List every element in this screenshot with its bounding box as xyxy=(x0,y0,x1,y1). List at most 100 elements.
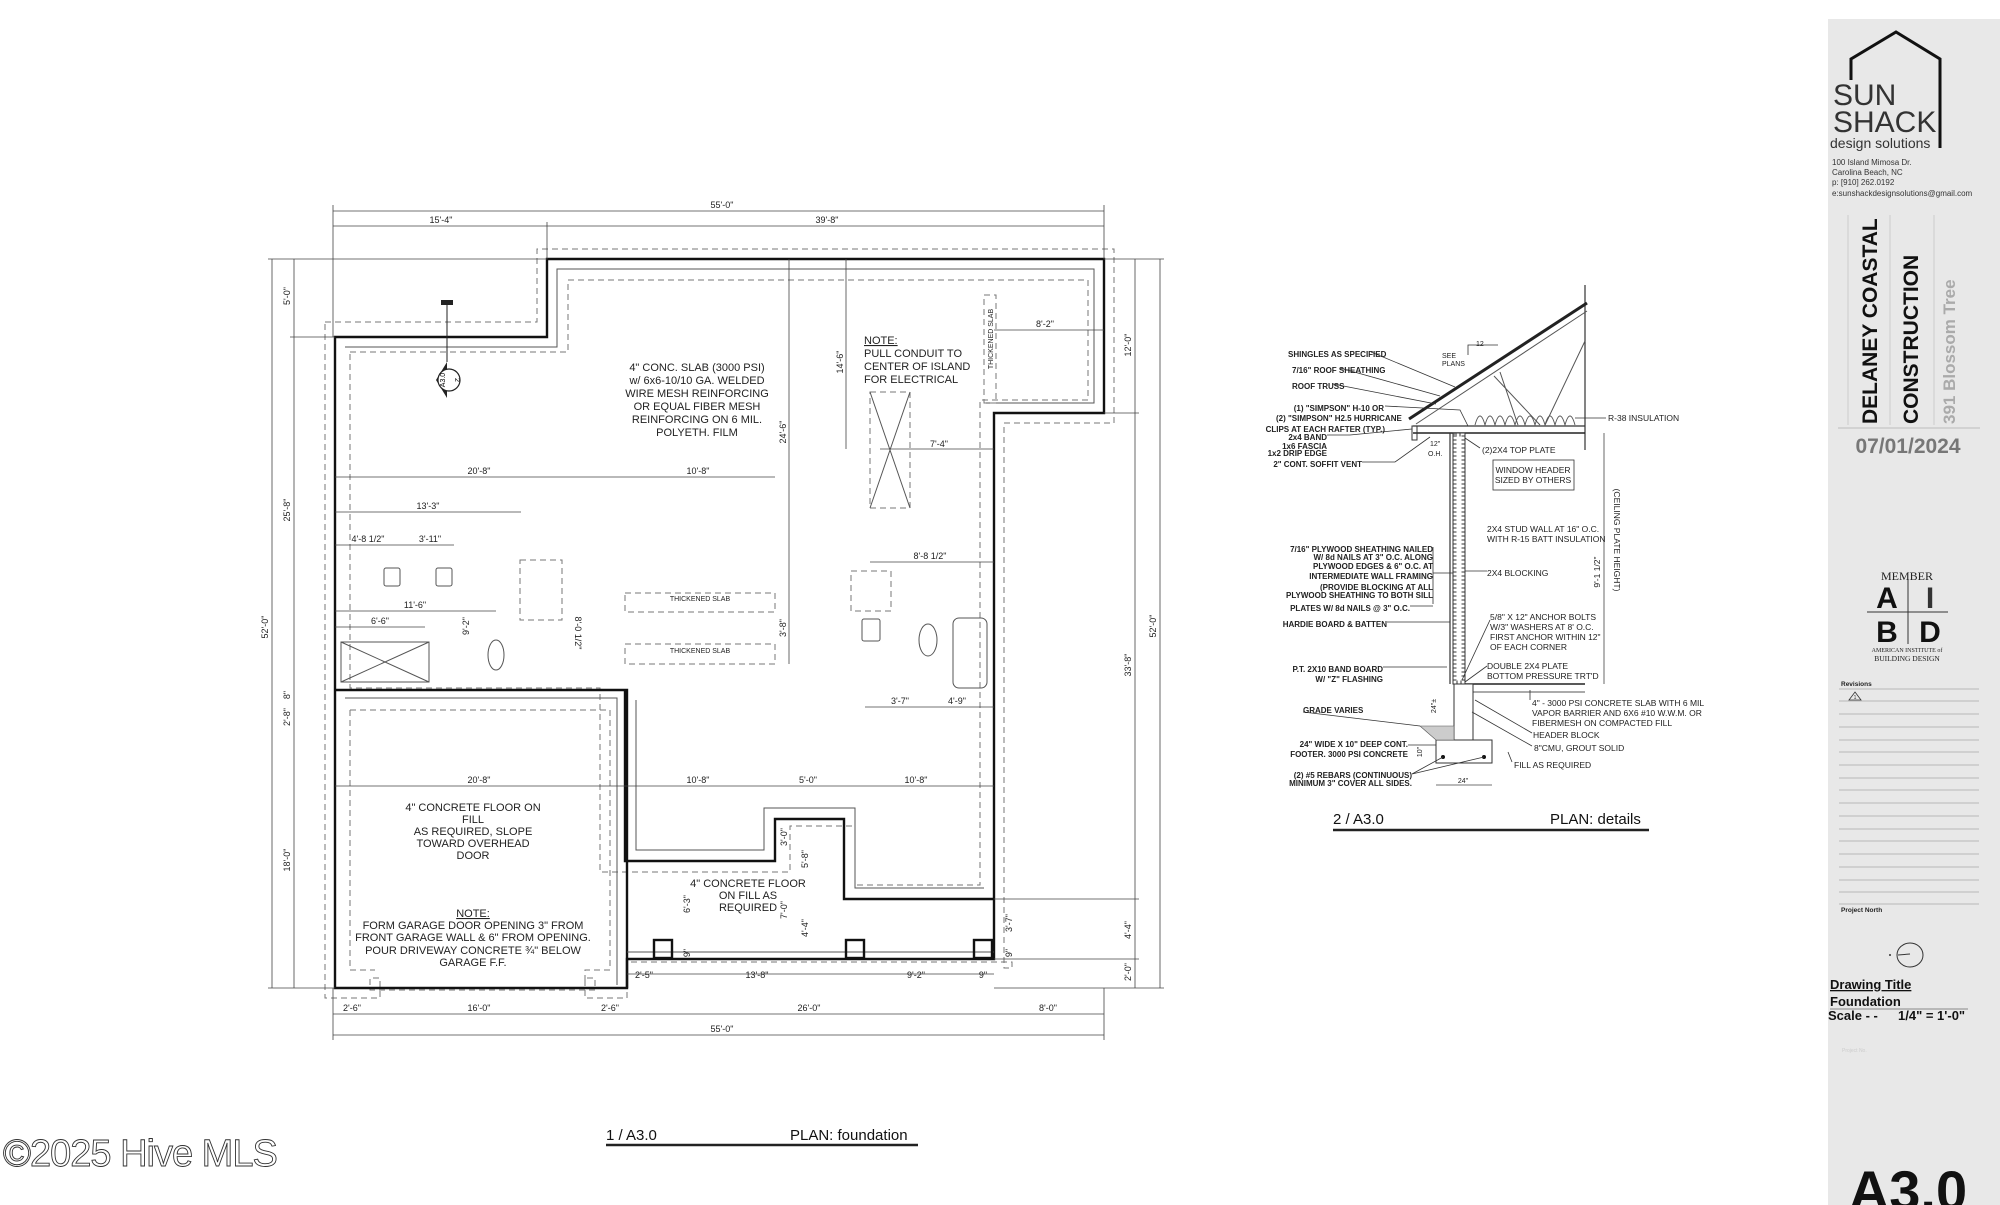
dim-bottom-overall: 55'-0" xyxy=(711,1024,734,1034)
label-fascia: 1x6 FASCIA xyxy=(1282,442,1327,451)
dim-left-25-8: 25'-8" xyxy=(282,499,292,522)
dim-interior: 13'-3" xyxy=(417,501,440,511)
note-line: DOOR xyxy=(457,850,490,862)
label-shingles: SHINGLES AS SPECIFIED xyxy=(1288,350,1387,359)
dim-right-33-8: 33'-8" xyxy=(1123,654,1133,677)
label-stud-wall: 2X4 STUD WALL AT 16" O.C. xyxy=(1487,524,1599,534)
dim-lower: 3'-7" xyxy=(1004,914,1014,932)
note-line: POUR DRIVEWAY CONCRETE ¾" BELOW xyxy=(365,945,581,957)
note-line: CENTER OF ISLAND xyxy=(864,361,970,373)
label-plywood: PLYWOOD SHEATHING TO BOTH SILL xyxy=(1286,591,1433,600)
note-heading: NOTE: xyxy=(864,335,898,347)
dim-bottom-2-6b: 2'-6" xyxy=(601,1003,619,1013)
revision-triangle-icon xyxy=(1848,691,1862,701)
aibd-line1: AMERICAN INSTITUTE of xyxy=(1872,647,1943,654)
project-address: 391 Blossom Tree xyxy=(1940,279,1959,424)
aibd-line2: BUILDING DESIGN xyxy=(1874,654,1940,663)
thickened-slab-1 xyxy=(624,592,776,613)
aibd-letter: B xyxy=(1876,616,1898,649)
label-window-header: WINDOW HEADER xyxy=(1495,465,1570,475)
label-ceiling-height: (CEILING PLATE HEIGHT) xyxy=(1612,489,1622,592)
dim-interior: 11'-6" xyxy=(404,600,426,610)
dim-lower: 5'-0" xyxy=(799,775,817,785)
plan-view-title: PLAN: foundation xyxy=(790,1127,908,1144)
insulation-batt-icon xyxy=(1474,415,1576,427)
house-logo-icon xyxy=(1849,30,1942,148)
toilet-icon xyxy=(487,639,505,671)
dim-lower: 7'-0" xyxy=(779,901,789,919)
project-north-label: Project North xyxy=(1841,907,1882,914)
aibd-logo: MEMBER A I B D AMERICAN INSTITUTE of BUI… xyxy=(1867,569,1948,663)
client-name-line1: DELANEY COASTAL xyxy=(1859,218,1882,424)
label-roof-sheathing: 7/16" ROOF SHEATHING xyxy=(1292,366,1385,375)
note-line: WIRE MESH REINFORCING xyxy=(625,388,769,400)
note-line: FORM GARAGE DOOR OPENING 3" FROM xyxy=(363,920,584,932)
garage-divider-inner xyxy=(345,697,618,985)
label-rebar: (2) #5 REBARS (CONTINUOUS) xyxy=(1294,771,1413,780)
section-marker: A3.0 2 xyxy=(436,300,461,398)
slab-note: 4" CONC. SLAB (3000 PSI) w/ 6x6-10/10 GA… xyxy=(625,362,769,439)
foundation-wall-outline xyxy=(333,257,1106,990)
toilet-icon xyxy=(918,623,938,657)
dim-interior: 7'-4" xyxy=(930,439,948,449)
dim-left-8in: 8" xyxy=(282,691,292,699)
dim-interior: 24'-6" xyxy=(778,421,788,444)
shower-drain-icon xyxy=(340,641,430,683)
label-plywood: W/ 8d NAILS AT 3" O.C. ALONG xyxy=(1314,553,1434,562)
label-see-plans: SEE xyxy=(1442,353,1456,360)
dim-interior: 8'-0 1/2" xyxy=(573,617,583,650)
label-stem-dim: 24"± xyxy=(1431,699,1438,713)
address-line: Carolina Beach, NC xyxy=(1832,168,1903,177)
porch-wall xyxy=(623,690,994,901)
label-hardie-board: HARDIE BOARD & BATTEN xyxy=(1283,620,1388,629)
dim-interior: 10'-8" xyxy=(687,466,710,476)
dim-bottom-8: 8'-0" xyxy=(1039,1003,1057,1013)
label-footer: FOOTER. 3000 PSI CONCRETE xyxy=(1290,750,1408,759)
label-top-plate: (2)2X4 TOP PLATE xyxy=(1482,445,1556,455)
dim-lower: 3'-0" xyxy=(779,828,789,846)
label-grade: GRADE VARIES xyxy=(1303,706,1364,715)
dim-lower: 9" xyxy=(682,949,692,957)
dim-lower: 13'-8" xyxy=(746,970,769,980)
sun-shack-logo: SUN SHACK design solutions xyxy=(1830,30,1942,151)
note-line: TOWARD OVERHEAD xyxy=(416,838,529,850)
note-line: 4" CONCRETE FLOOR xyxy=(690,878,806,890)
label-double-plate: DOUBLE 2X4 PLATE xyxy=(1487,661,1568,671)
foundation-wall-inner-line xyxy=(345,268,1095,404)
dim-lower: 4'-4" xyxy=(800,919,810,937)
logo-text: SHACK xyxy=(1833,106,1936,139)
dim-right-2-0: 2'-0" xyxy=(1123,963,1133,981)
drawing-date: 07/01/2024 xyxy=(1855,435,1960,458)
dim-interior: 9'-2" xyxy=(461,617,471,635)
cmu-stem-wall xyxy=(1453,683,1474,741)
aibd-letter: I xyxy=(1926,582,1934,615)
label-clips: CLIPS AT EACH RAFTER (TYP.) xyxy=(1266,425,1386,434)
sink-icon xyxy=(383,567,401,587)
label-footer-width: 24" xyxy=(1458,778,1469,785)
vanity-outline xyxy=(850,570,892,612)
label-plywood: PLYWOOD EDGES & 6" O.C. AT xyxy=(1313,562,1433,571)
label-anchor-bolts: OF EACH CORNER xyxy=(1490,642,1567,652)
stud-wall xyxy=(1452,432,1466,685)
label-r38-insulation: R-38 INSULATION xyxy=(1608,413,1679,423)
label-simpson-2: (2) "SIMPSON" H2.5 HURRICANE xyxy=(1276,414,1402,423)
dim-top-left: 15'-4" xyxy=(430,215,453,225)
conduit-note: NOTE: PULL CONDUIT TO CENTER OF ISLAND F… xyxy=(864,335,970,386)
dim-top-right: 39'-8" xyxy=(816,215,839,225)
note-heading: NOTE: xyxy=(456,908,490,920)
drawing-title-label: Drawing Title xyxy=(1830,977,1911,992)
label-plywood: (PROVIDE BLOCKING AT ALL xyxy=(1320,583,1433,592)
footing-outline-outer xyxy=(324,248,1115,999)
section-marker-number: 2 xyxy=(453,378,460,382)
note-line: w/ 6x6-10/10 GA. WELDED xyxy=(628,375,764,387)
note-line: GARAGE F.F. xyxy=(439,957,506,969)
label-drip-edge: 1x2 DRIP EDGE xyxy=(1268,449,1328,458)
roof-line xyxy=(1408,301,1588,421)
dim-left-overall: 52'-0" xyxy=(260,616,270,639)
thickened-slab-vertical-label: THICKENED SLAB xyxy=(988,309,995,370)
note-line: AS REQUIRED, SLOPE xyxy=(414,826,533,838)
foundation-plan: A3.0 2 xyxy=(260,200,1164,1147)
label-pitch: 12 xyxy=(1476,341,1484,348)
dim-lower: 9" xyxy=(979,970,987,980)
label-see-plans: PLANS xyxy=(1442,361,1465,368)
